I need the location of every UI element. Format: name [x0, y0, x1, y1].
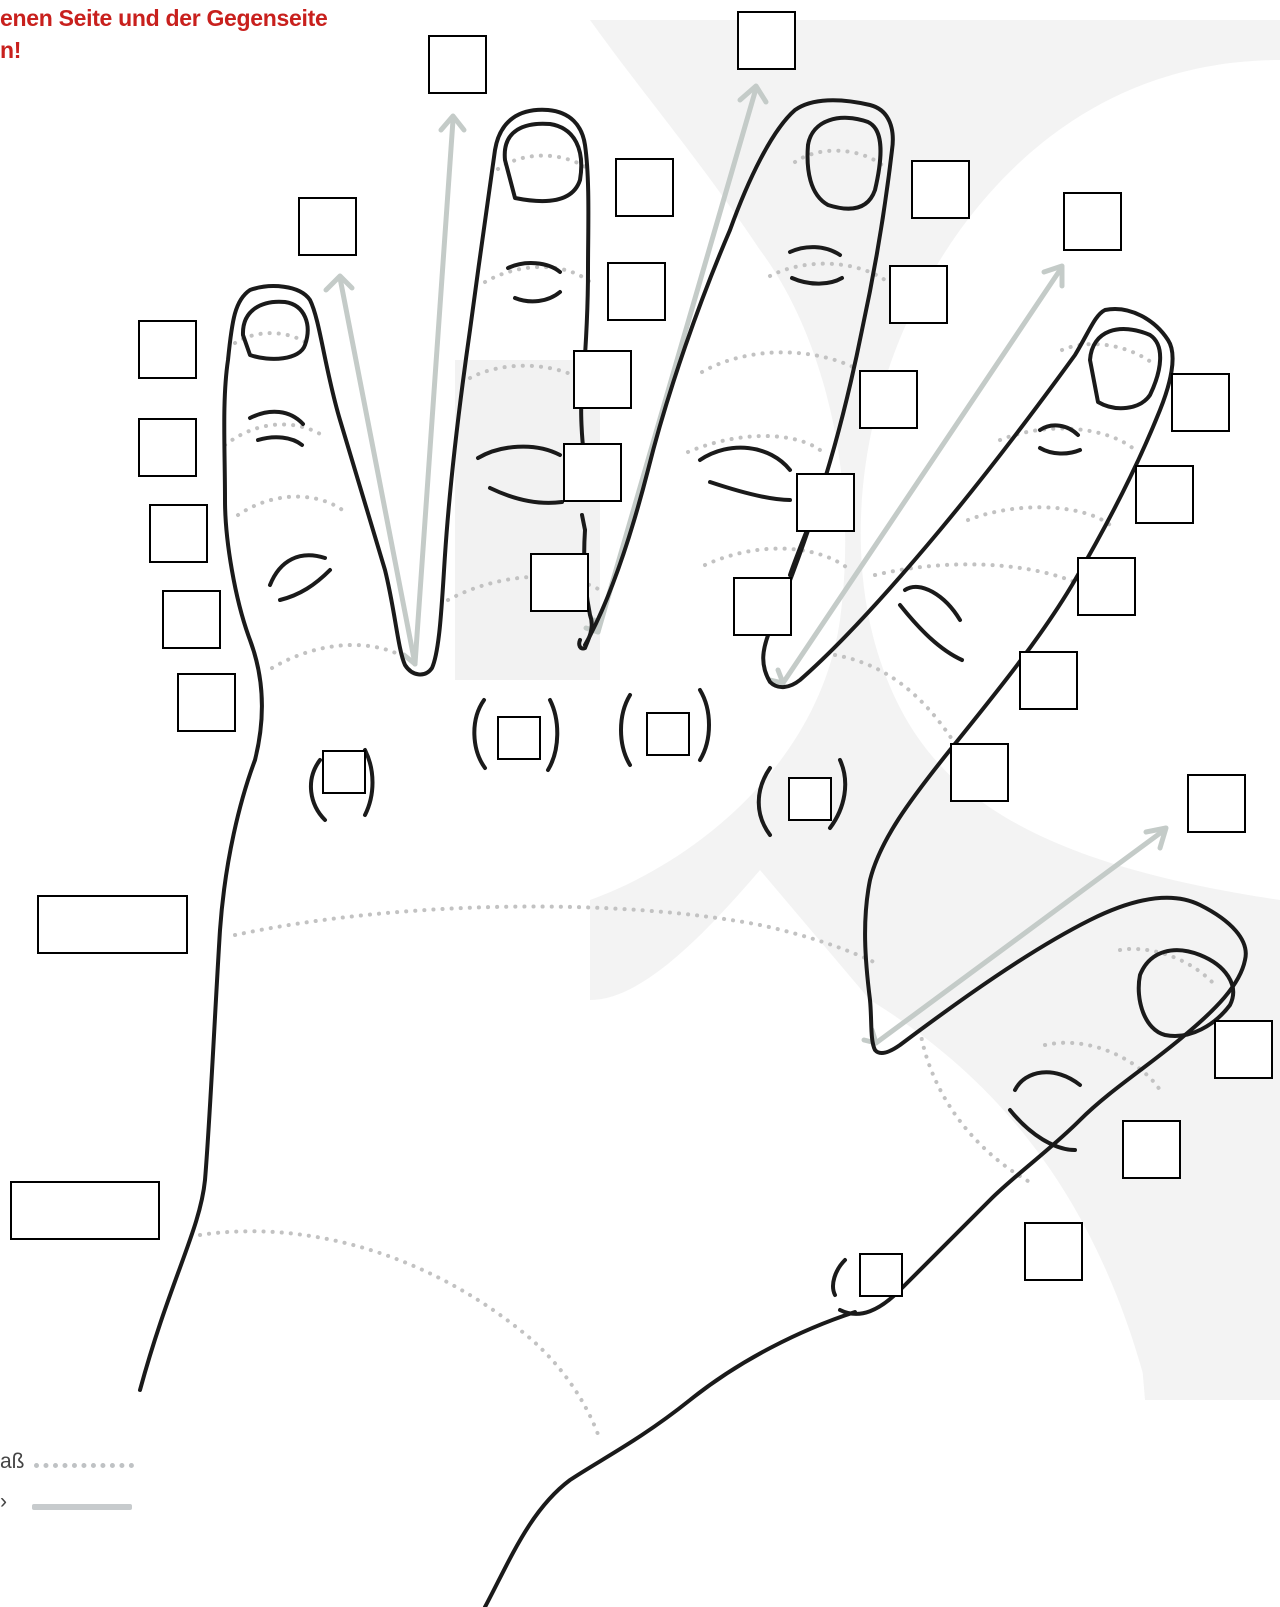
answer-box-joint[interactable] — [733, 577, 792, 636]
answer-box-knuckle[interactable] — [859, 1253, 903, 1297]
answer-box-joint[interactable] — [889, 265, 948, 324]
answer-box-joint[interactable] — [1214, 1020, 1273, 1079]
answer-box-knuckle[interactable] — [322, 750, 366, 794]
legend-solid-swatch — [32, 1504, 132, 1510]
answer-box-joint[interactable] — [573, 350, 632, 409]
instruction-line-1: enen Seite und der Gegenseite — [0, 2, 327, 34]
answer-box-middle-tip[interactable] — [737, 11, 796, 70]
answer-box-knuckle[interactable] — [788, 777, 832, 821]
answer-box-joint[interactable] — [796, 473, 855, 532]
answer-box-joint[interactable] — [1024, 1222, 1083, 1281]
instruction-heading: enen Seite und der Gegenseite n! — [0, 2, 327, 66]
hand-outline — [140, 100, 1246, 1607]
answer-box-palm-lower[interactable] — [10, 1181, 160, 1240]
answer-box-knuckle[interactable] — [646, 712, 690, 756]
answer-box-joint[interactable] — [1122, 1120, 1181, 1179]
answer-box-joint[interactable] — [162, 590, 221, 649]
answer-box-joint[interactable] — [607, 262, 666, 321]
answer-box-joint[interactable] — [1077, 557, 1136, 616]
answer-box-joint[interactable] — [1171, 373, 1230, 432]
answer-box-joint[interactable] — [563, 443, 622, 502]
answer-box-joint[interactable] — [149, 504, 208, 563]
answer-box-joint[interactable] — [1135, 465, 1194, 524]
answer-box-joint[interactable] — [177, 673, 236, 732]
answer-box-thumb-tip[interactable] — [1187, 774, 1246, 833]
answer-box-joint[interactable] — [859, 370, 918, 429]
answer-box-index-tip[interactable] — [428, 35, 487, 94]
legend-dotted-swatch — [34, 1463, 134, 1468]
answer-box-ring-tip[interactable] — [1063, 192, 1122, 251]
legend: aß › — [0, 1450, 140, 1520]
arrows — [326, 86, 1166, 1043]
answer-box-joint[interactable] — [615, 158, 674, 217]
answer-box-palm-upper[interactable] — [37, 895, 188, 954]
answer-box-joint[interactable] — [1019, 651, 1078, 710]
answer-box-joint[interactable] — [138, 320, 197, 379]
answer-box-knuckle[interactable] — [497, 716, 541, 760]
legend-solid-label: › — [0, 1490, 7, 1514]
answer-box-joint[interactable] — [530, 553, 589, 612]
answer-box-thumb-side-tip[interactable] — [298, 197, 357, 256]
answer-box-joint[interactable] — [138, 418, 197, 477]
legend-dotted-label: aß — [0, 1450, 25, 1474]
answer-box-joint[interactable] — [911, 160, 970, 219]
instruction-line-2: n! — [0, 34, 327, 66]
answer-box-joint[interactable] — [950, 743, 1009, 802]
